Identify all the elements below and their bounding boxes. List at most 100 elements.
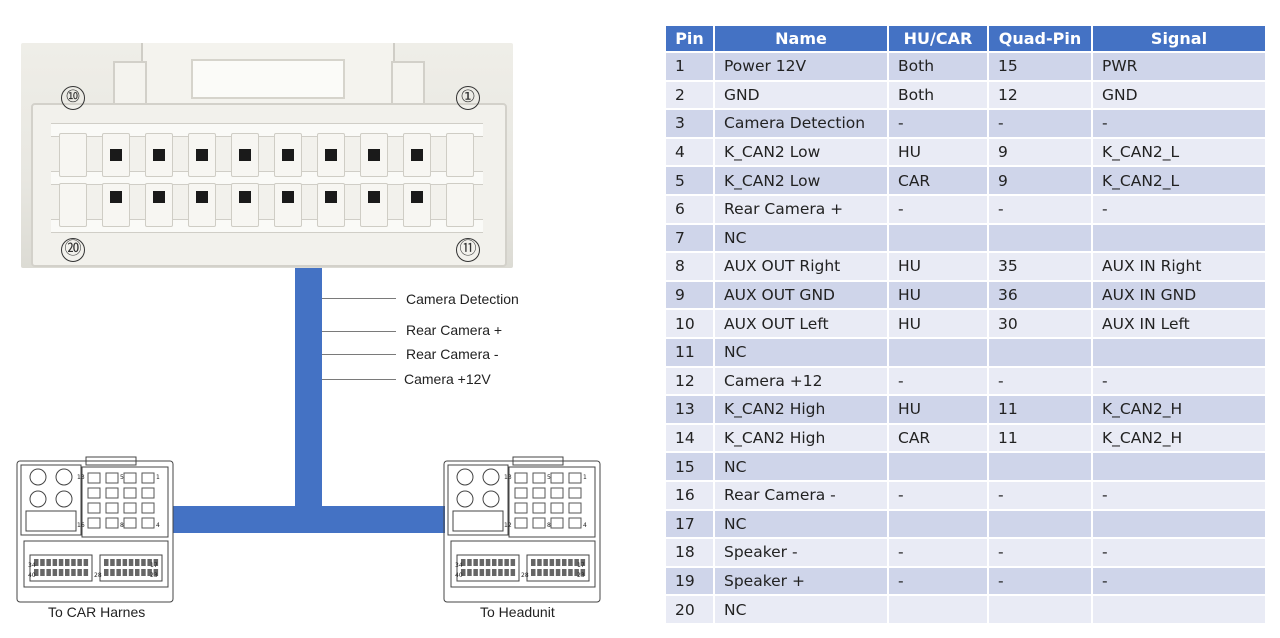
cell-pin: 3 xyxy=(666,108,715,138)
quadlock-small-cavity xyxy=(65,559,70,566)
quadlock-small-cavity xyxy=(537,559,542,566)
cell-quad-pin: - xyxy=(988,108,1093,138)
qpin-13: 13 xyxy=(504,474,512,481)
quadlock-small-cavity xyxy=(147,559,152,566)
cell-hu-car xyxy=(888,222,989,253)
quadlock-small-cavity xyxy=(537,569,542,576)
cell-name: NC xyxy=(714,451,889,481)
caption-to-car-harness: To CAR Harnes xyxy=(48,604,146,620)
qpin-13: 13 xyxy=(77,474,85,481)
quadlock-small-cavity xyxy=(34,559,39,566)
cell-pin: 7 xyxy=(666,222,715,253)
connector-cavity xyxy=(102,133,130,177)
quadlock-small-cavity xyxy=(580,559,586,566)
quadlock-small-cavity xyxy=(141,569,146,576)
cell-quad-pin: - xyxy=(988,365,1093,396)
caption-to-headunit: To Headunit xyxy=(480,604,555,620)
connector-cavity-hole xyxy=(325,191,337,203)
cell-name: K_CAN2 High xyxy=(714,422,889,453)
cell-pin: 13 xyxy=(666,394,715,424)
quadlock-cavity xyxy=(532,502,546,514)
cell-signal: K_CAN2_H xyxy=(1092,422,1267,453)
cell-pin: 14 xyxy=(666,422,715,453)
quadlock-small-cavity xyxy=(83,559,89,566)
connector-cavity-hole xyxy=(196,191,208,203)
quadlock-small-cavity xyxy=(473,569,478,576)
cell-name: K_CAN2 High xyxy=(714,394,889,424)
connector-cavity-hole xyxy=(411,149,423,161)
wire-tick-rear-camera-minus xyxy=(322,354,396,355)
quadlock-cavity xyxy=(141,502,155,514)
connector-cavity xyxy=(446,133,474,177)
cell-quad-pin xyxy=(988,222,1093,253)
cell-pin: 16 xyxy=(666,479,715,510)
quadlock-small-cavity xyxy=(153,569,159,576)
cell-quad-pin: - xyxy=(988,479,1093,510)
cell-quad-pin: 9 xyxy=(988,165,1093,195)
cell-pin: 5 xyxy=(666,165,715,195)
table-header-row: Pin Name HU/CAR Quad-Pin Signal xyxy=(666,26,1267,52)
connector-cavity xyxy=(317,183,345,227)
quadlock-small-cavity xyxy=(473,559,478,566)
quadlock-small-cavity xyxy=(568,559,573,566)
qpin-4: 4 xyxy=(156,522,160,529)
quadlock-small-cavity xyxy=(549,569,555,576)
quadlock-cavity xyxy=(123,502,137,514)
qpin-40: 40 xyxy=(28,572,36,579)
quadlock-small-cavity xyxy=(555,559,561,566)
connector-photo: ⑩ ① ⑳ ⑪ xyxy=(21,43,513,268)
cell-signal xyxy=(1092,508,1267,539)
quadlock-cavity xyxy=(550,487,564,499)
quadlock-small-cavity xyxy=(110,569,115,576)
quadlock-small-cavity xyxy=(574,559,579,566)
quadlock-small-cavity xyxy=(110,559,115,566)
qpin-23: 23 xyxy=(150,572,158,579)
connector-cavity xyxy=(403,183,431,227)
quadlock-cavity xyxy=(87,472,101,484)
quadlock-small-cavity xyxy=(116,559,121,566)
cell-pin: 18 xyxy=(666,537,715,567)
quadlock-cavity xyxy=(514,472,528,484)
connector-cavity-hole xyxy=(239,191,251,203)
cell-name: NC xyxy=(714,336,889,367)
cell-name: Rear Camera + xyxy=(714,193,889,224)
cell-hu-car: HU xyxy=(888,136,989,167)
cell-signal: K_CAN2_H xyxy=(1092,394,1267,424)
quadlock-cavity xyxy=(105,472,119,484)
quadlock-small-cavity xyxy=(580,569,586,576)
qpin-1: 1 xyxy=(156,474,160,481)
quadlock-small-cavity xyxy=(504,559,509,566)
wire-trunk xyxy=(295,268,322,508)
qpin-40: 40 xyxy=(455,572,463,579)
quadlock-small-cavity xyxy=(549,559,555,566)
quadlock-small-cavity xyxy=(122,559,128,566)
qpin-28: 28 xyxy=(521,572,529,579)
connector-latch-slot xyxy=(191,59,345,99)
quadlock-small-cavity xyxy=(83,569,89,576)
connector-cavity-hole xyxy=(110,191,122,203)
quadlock-cavity xyxy=(105,517,119,529)
cell-quad-pin: 30 xyxy=(988,308,1093,338)
quadlock-small-cavity xyxy=(467,569,472,576)
cell-name: AUX OUT Left xyxy=(714,308,889,338)
cell-pin: 15 xyxy=(666,451,715,481)
cell-pin: 20 xyxy=(666,594,715,623)
quadlock-cavity xyxy=(514,517,528,529)
quadlock-small-cavity xyxy=(492,569,497,576)
cell-pin: 10 xyxy=(666,308,715,338)
header-pin: Pin xyxy=(666,26,715,52)
qpin-12: 12 xyxy=(504,522,512,529)
cell-pin: 11 xyxy=(666,336,715,367)
quadlock-small-cavity xyxy=(461,559,466,566)
header-quad-pin: Quad-Pin xyxy=(988,26,1093,52)
quadlock-small-cavity xyxy=(510,569,516,576)
quadlock-small-cavity xyxy=(543,559,548,566)
quadlock-small-cavity xyxy=(34,569,39,576)
cell-quad-pin xyxy=(988,336,1093,367)
